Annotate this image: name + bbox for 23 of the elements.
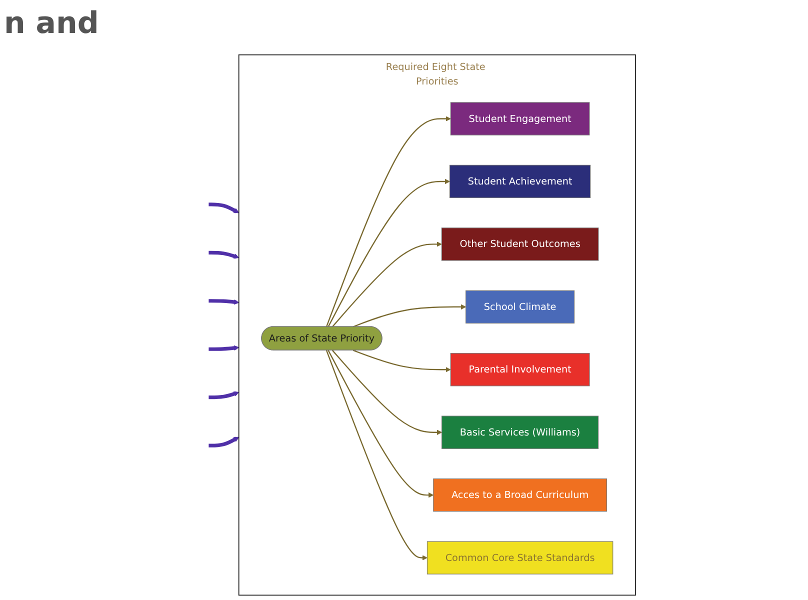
arrow: [332, 242, 442, 328]
node-box: School Climate: [466, 290, 575, 324]
arrow: [208, 299, 240, 305]
node-box: Student Achievement: [449, 164, 591, 198]
node-box: Student Engagement: [450, 102, 590, 136]
arrow: [208, 202, 240, 214]
node-box: Common Core State Standards: [426, 541, 614, 574]
node-box: Parental Involvement: [450, 353, 590, 386]
arrow: [328, 178, 450, 328]
arrow: [352, 304, 466, 328]
arrow: [208, 391, 240, 400]
node-box: Acces to a Broad Curriculum: [433, 478, 607, 512]
arrow: [208, 436, 240, 448]
node-box: Other Student Outcomes: [441, 228, 599, 261]
arrow: [352, 350, 451, 372]
heading-fragment: n and: [4, 6, 99, 41]
arrow: [326, 350, 428, 560]
arrow: [208, 250, 240, 259]
arrow: [326, 116, 451, 328]
arrow: [332, 350, 442, 435]
arrow: [328, 350, 434, 498]
arrow: [208, 345, 240, 351]
node-box: Basic Services (Williams): [442, 416, 599, 449]
